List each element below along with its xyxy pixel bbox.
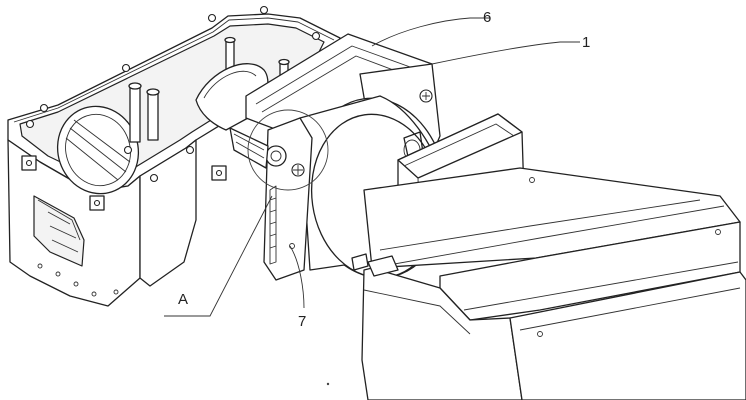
leader-A	[164, 195, 273, 317]
right-housing	[361, 113, 746, 400]
leader-1	[431, 41, 580, 65]
callout-label-6: 6	[483, 9, 491, 26]
leader-6	[371, 17, 490, 47]
callout-label-a: A	[178, 291, 188, 308]
callout-label-7: 7	[298, 313, 306, 330]
leader-lines	[164, 17, 580, 317]
callout-label-1: 1	[582, 34, 590, 51]
leader-7	[289, 245, 305, 309]
stray-mark	[326, 382, 330, 386]
detail-circle-a	[247, 109, 329, 191]
